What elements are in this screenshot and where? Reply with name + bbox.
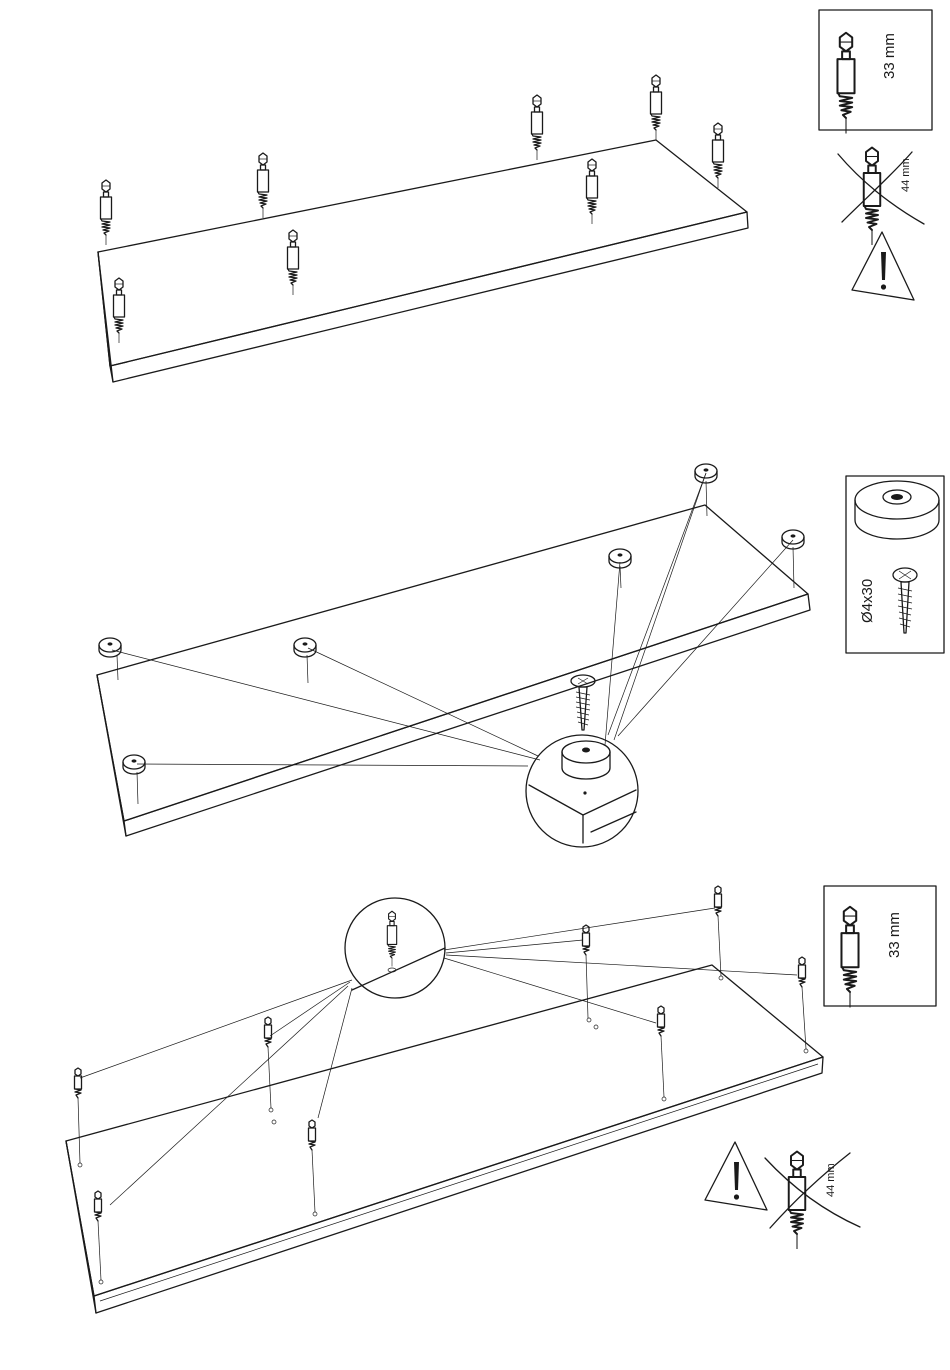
step1-part-box: 33 mm: [819, 10, 932, 134]
step1-cam-bolts: [101, 75, 724, 343]
step3-leader-lines: [80, 908, 797, 1205]
cam-bolt: [258, 153, 269, 218]
wrong-bolt-length-label: 44 mm: [900, 158, 912, 192]
step1-wrong-part: 44 mm: [838, 148, 924, 246]
cam-bolt: [288, 230, 299, 295]
step2-panel: [97, 505, 810, 836]
cam-bolt: [651, 75, 662, 140]
cam-bolt: [715, 886, 724, 980]
step2-detail-magnifier: [526, 675, 638, 847]
step3-wrong-part: 44 mm: [765, 1152, 860, 1250]
felt-pad: [695, 464, 717, 516]
felt-pad: [123, 755, 145, 804]
cam-bolt-icon: [864, 148, 881, 246]
bolt-length-label: 33 mm: [886, 912, 903, 958]
screw-size-label: Ø4x30: [859, 579, 876, 623]
cam-bolt: [309, 1120, 318, 1216]
step3-part-box: 33 mm: [824, 886, 936, 1008]
step2-part-box: Ø4x30: [846, 476, 944, 653]
cam-bolt: [532, 95, 543, 160]
cam-bolt: [101, 180, 112, 245]
cam-bolt-icon: [837, 33, 854, 134]
felt-pad: [782, 530, 804, 588]
cam-bolt: [583, 925, 599, 1029]
step3-cam-bolts: [75, 886, 809, 1284]
bolt-length-label: 33 mm: [881, 33, 898, 79]
step2-felt-pads: [99, 464, 804, 804]
wrong-bolt-length-label: 44 mm: [825, 1163, 837, 1197]
felt-pad: [609, 549, 631, 588]
cam-bolt: [75, 1068, 83, 1167]
felt-pad-icon: [855, 481, 939, 539]
cam-bolt: [114, 278, 125, 343]
warning-triangle-icon: [705, 1142, 767, 1210]
cam-bolt: [95, 1191, 104, 1284]
warning-triangle-icon: [852, 232, 914, 300]
cam-bolt: [658, 1006, 667, 1101]
step3-panel: [66, 965, 823, 1313]
cam-bolt-icon: [841, 907, 858, 1008]
cam-bolt: [587, 159, 598, 224]
cam-bolt: [713, 123, 724, 188]
felt-pad: [294, 638, 316, 683]
step2-leader-lines: [112, 473, 793, 766]
wood-screw-icon: [571, 675, 595, 730]
step1-panel: [98, 140, 748, 382]
step3-detail-magnifier: [345, 898, 445, 998]
wood-screw-icon: [893, 568, 917, 633]
